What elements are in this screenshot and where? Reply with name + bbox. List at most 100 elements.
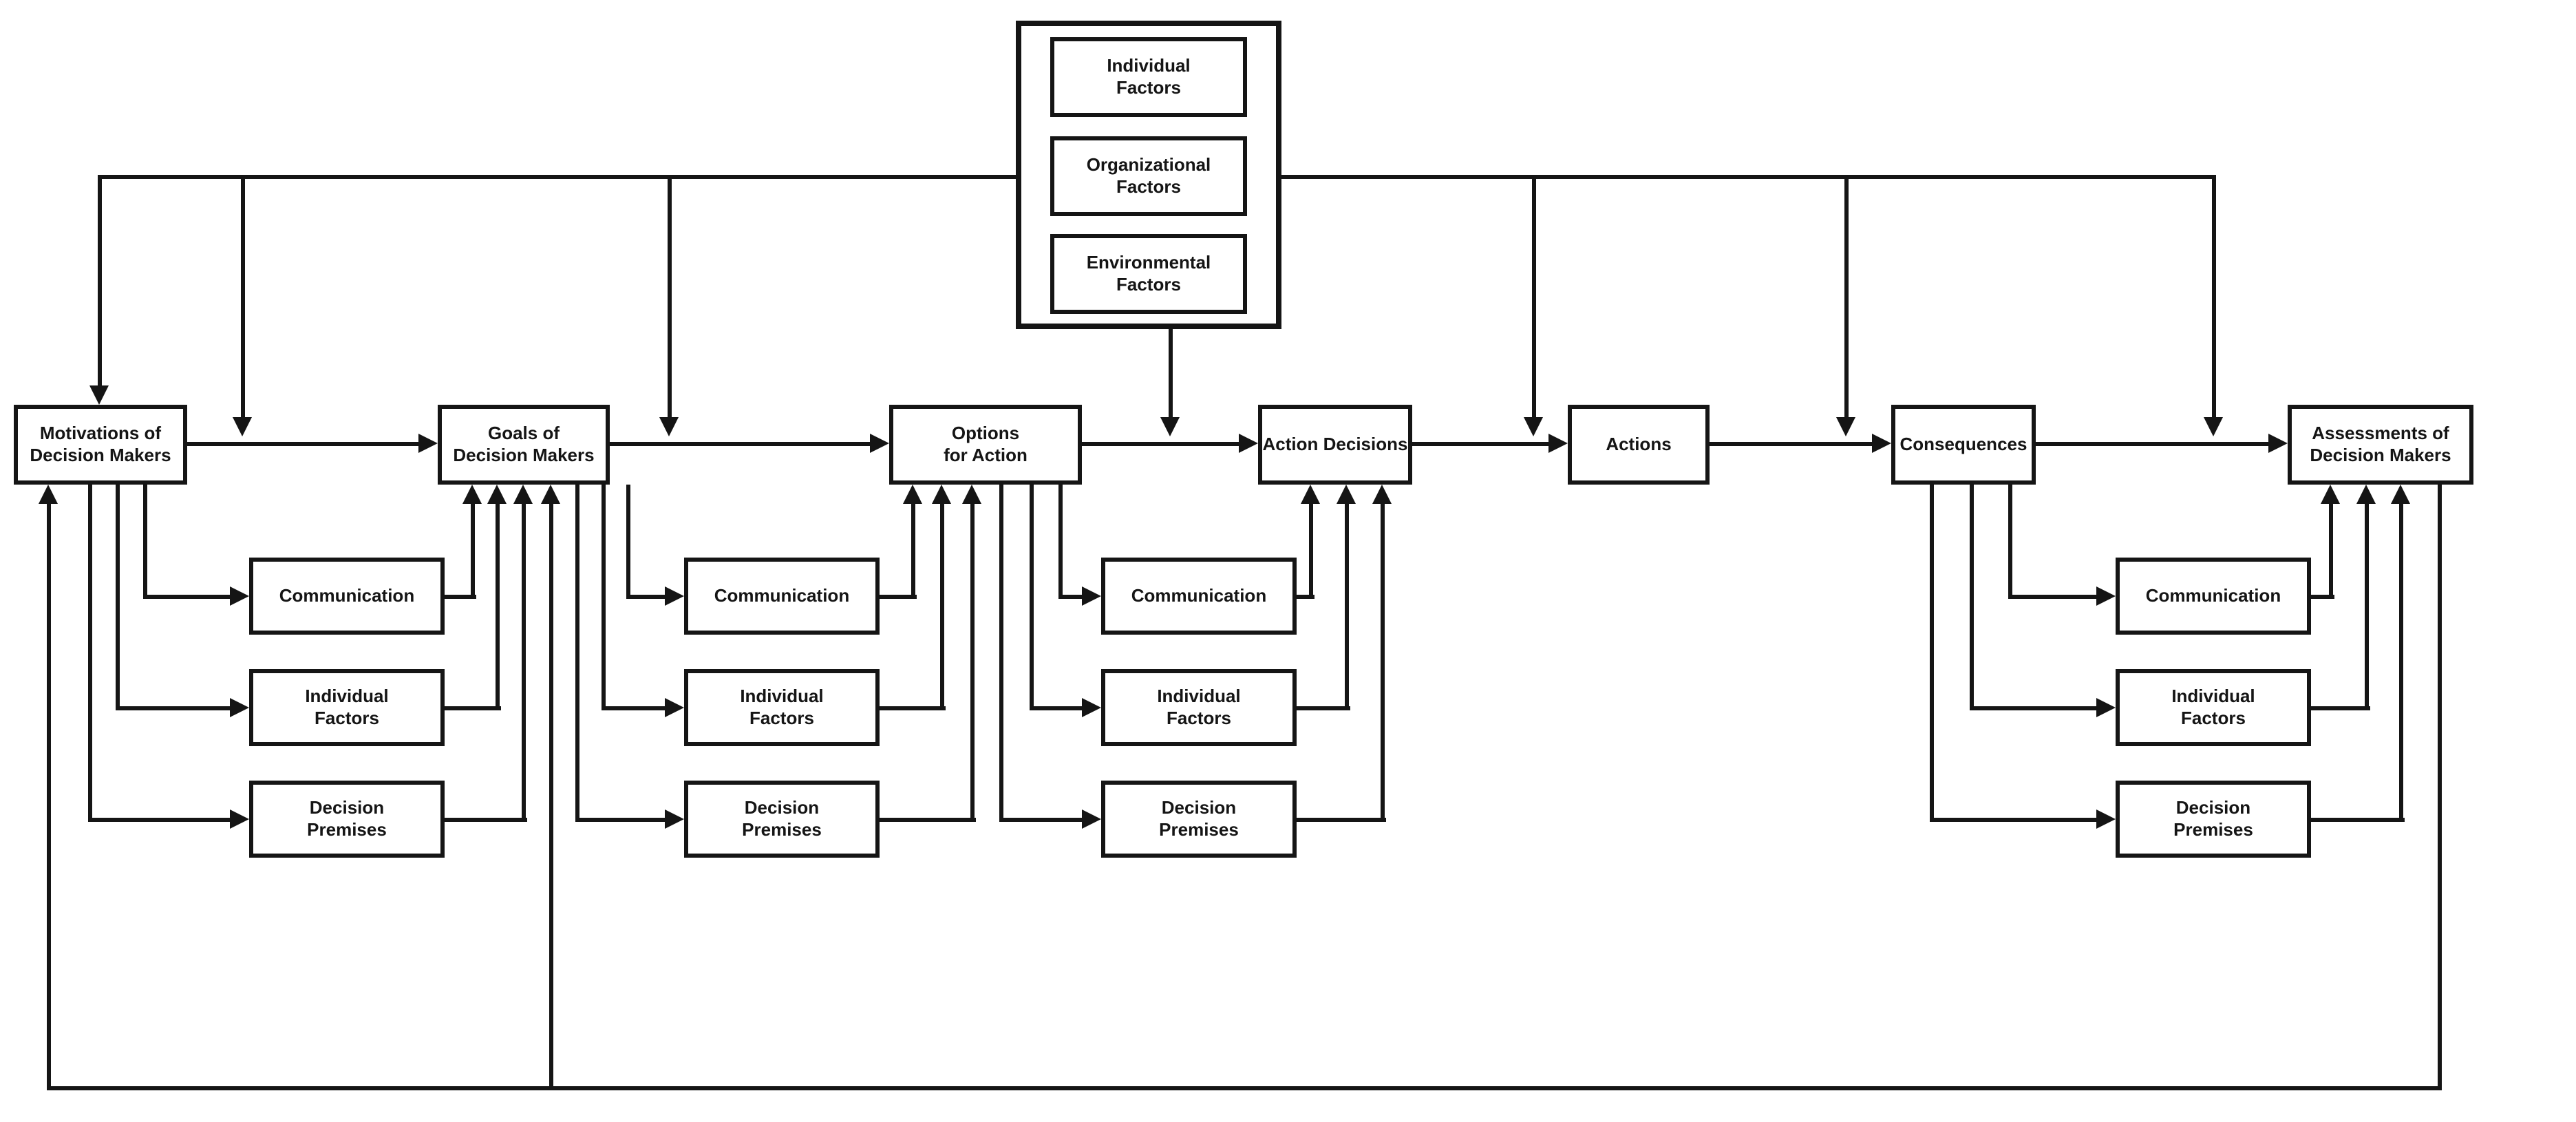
top-line-left [99,175,1016,179]
sub-box-individual-factors-a: Individual Factors [249,669,445,746]
arrow-down [233,417,252,436]
factor-item-environmental: Environmental Factors [1050,234,1247,314]
arrow-head-up [932,485,951,504]
arrow-down [1836,417,1855,436]
sub-link-line [116,485,120,710]
sub-link-line [2311,706,2370,710]
sub-link-line [2008,595,2096,599]
drop-line [241,175,245,417]
sub-link-line [2311,595,2334,599]
sub-link-line [1309,504,1313,599]
arrow-head-right [1082,586,1101,606]
sub-link-line [445,706,501,710]
arrow-head-up [1337,485,1356,504]
sub-link-line [602,706,665,710]
sub-link-line [1058,485,1063,599]
sub-link-line [445,595,476,599]
arrow-head-up [39,485,58,504]
arrow-options-to-action-decisions [1082,442,1239,446]
sub-link-line [1345,504,1349,710]
arrow-head-right [230,698,249,717]
arrow-head-right [665,586,684,606]
arrow-actions-to-consequences [1710,442,1872,446]
arrow-head-right [2268,434,2288,453]
arrow-down [2204,417,2223,436]
arrow-head-right [665,698,684,717]
sub-link-line [1297,595,1314,599]
sub-link-line [575,818,665,822]
sub-link-line [2311,818,2405,822]
sub-link-line [88,818,230,822]
drop-line [2212,175,2216,417]
feedback-line-to-goals [549,504,553,1090]
drop-line [1844,175,1849,417]
sub-link-line [1381,504,1385,822]
sub-link-line [575,485,579,822]
sub-link-line [602,485,606,710]
arrow-head-right [870,434,889,453]
sub-link-line [1970,706,2096,710]
drop-line [668,175,672,417]
sub-link-line [880,595,917,599]
arrow-down [1524,417,1543,436]
sub-link-line [1297,706,1350,710]
arrow-head-right [1082,809,1101,829]
arrow-head-right [1872,434,1891,453]
sub-box-communication-b: Communication [684,558,880,635]
sub-box-decision-premises-d: Decision Premises [2116,781,2311,858]
sub-link-line [143,595,230,599]
arrow-head-right [230,586,249,606]
sub-box-decision-premises-a: Decision Premises [249,781,445,858]
arrow-head-right [665,809,684,829]
sub-link-line [88,485,92,822]
node-options-for-action: Options for Action [889,405,1082,485]
arrow-head-up [462,485,482,504]
sub-box-decision-premises-c: Decision Premises [1101,781,1297,858]
sub-link-line [999,818,1082,822]
arrow-motivations-to-goals [187,442,418,446]
arrow-head-up [1372,485,1392,504]
arrow-head-up [487,485,507,504]
node-actions: Actions [1568,405,1710,485]
drop-line-to-motivations [98,175,102,385]
arrow-head-right [2096,586,2116,606]
factor-item-organizational: Organizational Factors [1050,136,1247,216]
arrow-head-right [230,809,249,829]
arrow-down [1160,417,1180,436]
sub-link-line [522,504,526,822]
arrow-head-up [541,485,560,504]
arrow-head-up [513,485,533,504]
sub-link-line [2399,504,2403,822]
sub-link-line [970,504,975,822]
sub-link-line [445,818,527,822]
sub-link-line [626,485,630,599]
arrow-head-up [2356,485,2376,504]
sub-link-line [143,485,147,599]
node-goals-of-decision-makers: Goals of Decision Makers [438,405,610,485]
sub-link-line [2329,504,2333,599]
arrow-head-right [2096,698,2116,717]
sub-link-line [1297,818,1386,822]
arrow-head-up [903,485,922,504]
sub-link-line [1930,818,2096,822]
sub-link-line [880,818,976,822]
arrow-head-right [1548,434,1568,453]
sub-box-decision-premises-b: Decision Premises [684,781,880,858]
sub-box-communication-a: Communication [249,558,445,635]
arrow-goals-to-options [610,442,870,446]
sub-link-line [911,504,915,599]
sub-link-line [626,595,665,599]
node-motivations-of-decision-makers: Motivations of Decision Makers [14,405,187,485]
sub-link-line [1030,485,1034,710]
top-line-right [1281,175,2213,179]
arrow-head-up [962,485,981,504]
factor-item-individual: Individual Factors [1050,37,1247,117]
feedback-line-from-assessments [2438,485,2442,1090]
drop-line-from-factors-panel [1169,326,1173,417]
arrow-head-right [418,434,438,453]
arrow-head-up [1301,485,1320,504]
sub-link-line [880,706,946,710]
node-action-decisions: Action Decisions [1258,405,1412,485]
sub-link-line [1058,595,1082,599]
